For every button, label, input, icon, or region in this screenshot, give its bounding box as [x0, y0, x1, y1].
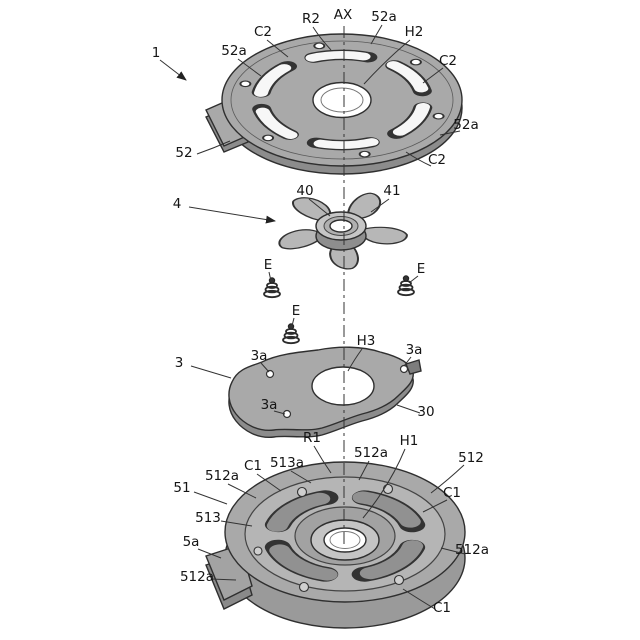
leader-line [291, 317, 295, 327]
impeller-arrow [188, 206, 276, 224]
upper-plate-slots [239, 42, 445, 158]
leader-line [273, 410, 286, 415]
label-513: 513 [195, 510, 221, 526]
leader-line [266, 39, 289, 58]
label-c1-bottom: C1 [433, 600, 451, 616]
label-3: 3 [175, 355, 184, 371]
leader-line [190, 365, 232, 379]
leader-line [439, 130, 461, 136]
label-4: 4 [173, 196, 182, 212]
spring-lower [282, 322, 300, 345]
label-512a-right: 512a [455, 542, 489, 558]
label-3a-right: 3a [406, 342, 423, 358]
leader-line [196, 140, 231, 155]
leader-line [403, 356, 412, 367]
label-e-left: E [264, 257, 273, 273]
leader-line [430, 464, 465, 494]
label-h2: H2 [405, 24, 424, 40]
upper-plate-part [205, 33, 463, 175]
leader-line [440, 547, 466, 555]
upper-plate-center-hole-inner [320, 87, 364, 113]
label-512: 512 [458, 450, 484, 466]
middle-plate-part [228, 346, 422, 438]
label-c2-right: C2 [439, 53, 457, 69]
label-c2-topleft: C2 [254, 24, 272, 40]
label-c2-lowerright: C2 [428, 152, 446, 168]
springs [263, 274, 415, 345]
label-r2: R2 [302, 11, 320, 27]
assembly-arrow [159, 59, 187, 81]
label-52a-right: 52a [453, 117, 478, 133]
label-52a-top: 52a [371, 9, 396, 25]
upper-plate-rim [230, 40, 454, 160]
leader-lines [159, 24, 466, 610]
label-e-right: E [417, 261, 426, 277]
middle-plate-hole-3a-left [265, 369, 275, 379]
leader-line [220, 520, 253, 527]
leader-line [290, 470, 312, 484]
leader-line [347, 348, 363, 372]
label-513a: 513a [270, 455, 304, 471]
label-52: 52 [175, 145, 192, 161]
leader-line [363, 39, 411, 85]
spring-left [263, 276, 281, 299]
leader-line [408, 275, 419, 284]
label-c1-left: C1 [244, 458, 262, 474]
leader-line [227, 483, 257, 499]
label-1: 1 [152, 45, 161, 61]
label-41: 41 [383, 183, 400, 199]
leader-line [197, 548, 222, 559]
upper-plate-small-holes [239, 42, 445, 158]
leader-line [422, 499, 448, 513]
label-h3: H3 [357, 333, 376, 349]
label-ax: AX [334, 7, 352, 23]
spring-right [397, 274, 415, 297]
middle-plate-right-tab [405, 359, 422, 375]
label-3a-lefttop: 3a [251, 348, 268, 364]
leader-line [402, 588, 436, 610]
leader-line [396, 404, 421, 414]
leader-line [260, 362, 270, 373]
leader-line [405, 151, 432, 167]
label-52a-left: 52a [221, 43, 246, 59]
leader-line [313, 445, 332, 474]
housing-part [205, 461, 466, 629]
middle-plate-center-hole [311, 366, 375, 406]
leader-line [422, 67, 444, 84]
leader-line [237, 58, 262, 77]
impeller-hub-hole [329, 219, 353, 233]
label-30: 30 [417, 404, 434, 420]
label-e-lower: E [292, 303, 301, 319]
label-512a-mid: 512a [354, 445, 388, 461]
leader-line [268, 271, 272, 282]
label-51: 51 [173, 480, 190, 496]
leader-line [370, 198, 390, 213]
leader-line [256, 473, 282, 492]
impeller-part [278, 192, 408, 270]
leader-line [312, 26, 332, 51]
label-512a-left: 512a [205, 468, 239, 484]
leader-line [358, 460, 370, 481]
reference-labels: AX R2 52a C2 H2 52a 1 C2 52a C2 52 4 40 … [152, 7, 489, 616]
leader-line [362, 448, 406, 519]
label-40: 40 [296, 183, 313, 199]
leader-line [370, 24, 383, 45]
label-c1-right: C1 [443, 485, 461, 501]
leader-line [210, 578, 237, 581]
housing-bosses [253, 483, 405, 593]
label-512a-bottomleft: 512a [180, 569, 214, 585]
leader-line [193, 491, 228, 505]
label-3a-bottom: 3a [261, 397, 278, 413]
label-r1: R1 [303, 430, 321, 446]
housing-center-hole-inner [329, 531, 361, 549]
leader-line [308, 198, 331, 217]
middle-plate-hole-3a-right [399, 364, 409, 374]
label-h1: H1 [400, 433, 419, 449]
label-5a: 5a [183, 534, 200, 550]
